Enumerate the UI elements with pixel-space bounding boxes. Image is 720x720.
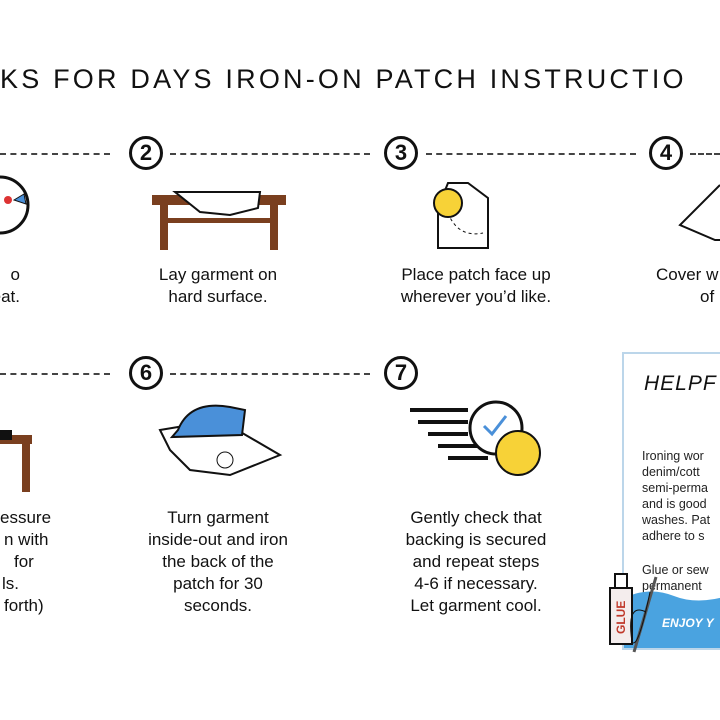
caption-line: for: [14, 552, 34, 571]
table-with-garment-icon: [152, 191, 286, 250]
garment-with-patch-icon: [433, 182, 489, 249]
connector: [0, 373, 110, 375]
tip-line: Glue or sew: [642, 563, 709, 577]
tips-paragraph-1: Ironing wor denim/cott semi-perma and is go…: [642, 416, 710, 576]
caption-line: ls.: [2, 574, 19, 593]
enjoy-banner-text: ENJOY Y: [662, 616, 714, 630]
caption-line: Cover w: [656, 265, 719, 284]
step-4-caption: Cover w of: [656, 264, 718, 308]
step-3-caption: Place patch face up wherever you’d like.: [366, 264, 586, 308]
tip-line: and is good: [642, 497, 707, 511]
cloth-cover-icon: [678, 184, 720, 241]
caption-line: forth): [4, 596, 44, 615]
caption-line: Let garment cool.: [410, 596, 542, 615]
caption-line: wherever you’d like.: [400, 287, 552, 306]
step-6-caption: Turn garment inside-out and iron the back …: [118, 507, 318, 617]
connector: [426, 153, 636, 155]
connector: [170, 373, 370, 375]
connector: [170, 153, 370, 155]
caption-line: and repeat steps: [412, 552, 540, 571]
step-2-caption: Lay garment on hard surface.: [118, 264, 318, 308]
step-7-caption: Gently check that backing is secured and r…: [366, 507, 586, 617]
tip-line: denim/cott: [642, 465, 700, 479]
tips-paragraph-2: Glue or sew permanent: [642, 530, 709, 626]
step-number-7: 7: [384, 356, 418, 390]
glue-and-needle-icon: [609, 573, 658, 653]
caption-line: inside-out and iron: [148, 530, 288, 549]
caption-line: backing is secured: [405, 530, 547, 549]
tip-line: adhere to s: [642, 529, 705, 543]
caption-line: 4-6 if necessary.: [414, 574, 538, 593]
caption-line: Place patch face up: [401, 265, 551, 284]
caption-line: n with: [4, 530, 49, 549]
step-number-6: 6: [129, 356, 163, 390]
iron-on-garment-icon: [158, 404, 283, 477]
step-5-caption: essure n with for ls. forth): [0, 507, 51, 617]
caption-line: Turn garment: [167, 508, 269, 527]
caption-line: the back of the: [162, 552, 274, 571]
caption-line: seconds.: [183, 596, 253, 615]
caption-line: essure: [0, 508, 52, 527]
tips-heading: HELPF: [644, 372, 717, 395]
caption-line: eat.: [0, 287, 20, 306]
tip-line: permanent: [642, 579, 702, 593]
step-1-caption: o eat.: [0, 264, 20, 308]
caption-line: Gently check that: [410, 508, 542, 527]
caption-line: o: [10, 265, 20, 284]
caption-line: patch for 30: [173, 574, 263, 593]
iron-dial-icon: [0, 175, 30, 235]
connector: [0, 153, 110, 155]
connector: [690, 153, 720, 155]
tip-line: Ironing wor: [642, 449, 704, 463]
step-number-2: 2: [129, 136, 163, 170]
caption-line: hard surface.: [168, 287, 268, 306]
page-title: KS FOR DAYS IRON-ON PATCH INSTRUCTIO: [0, 64, 687, 94]
tip-line: semi-perma: [642, 481, 708, 495]
step-number-3: 3: [384, 136, 418, 170]
glue-label: GLUE: [614, 600, 628, 634]
caption-line: Lay garment on: [158, 265, 278, 284]
caption-line: of: [700, 287, 715, 306]
timer-emoji-icon: [410, 400, 541, 476]
step-number-4: 4: [649, 136, 683, 170]
tip-line: washes. Pat: [642, 513, 711, 527]
table-press-icon: [0, 430, 32, 492]
